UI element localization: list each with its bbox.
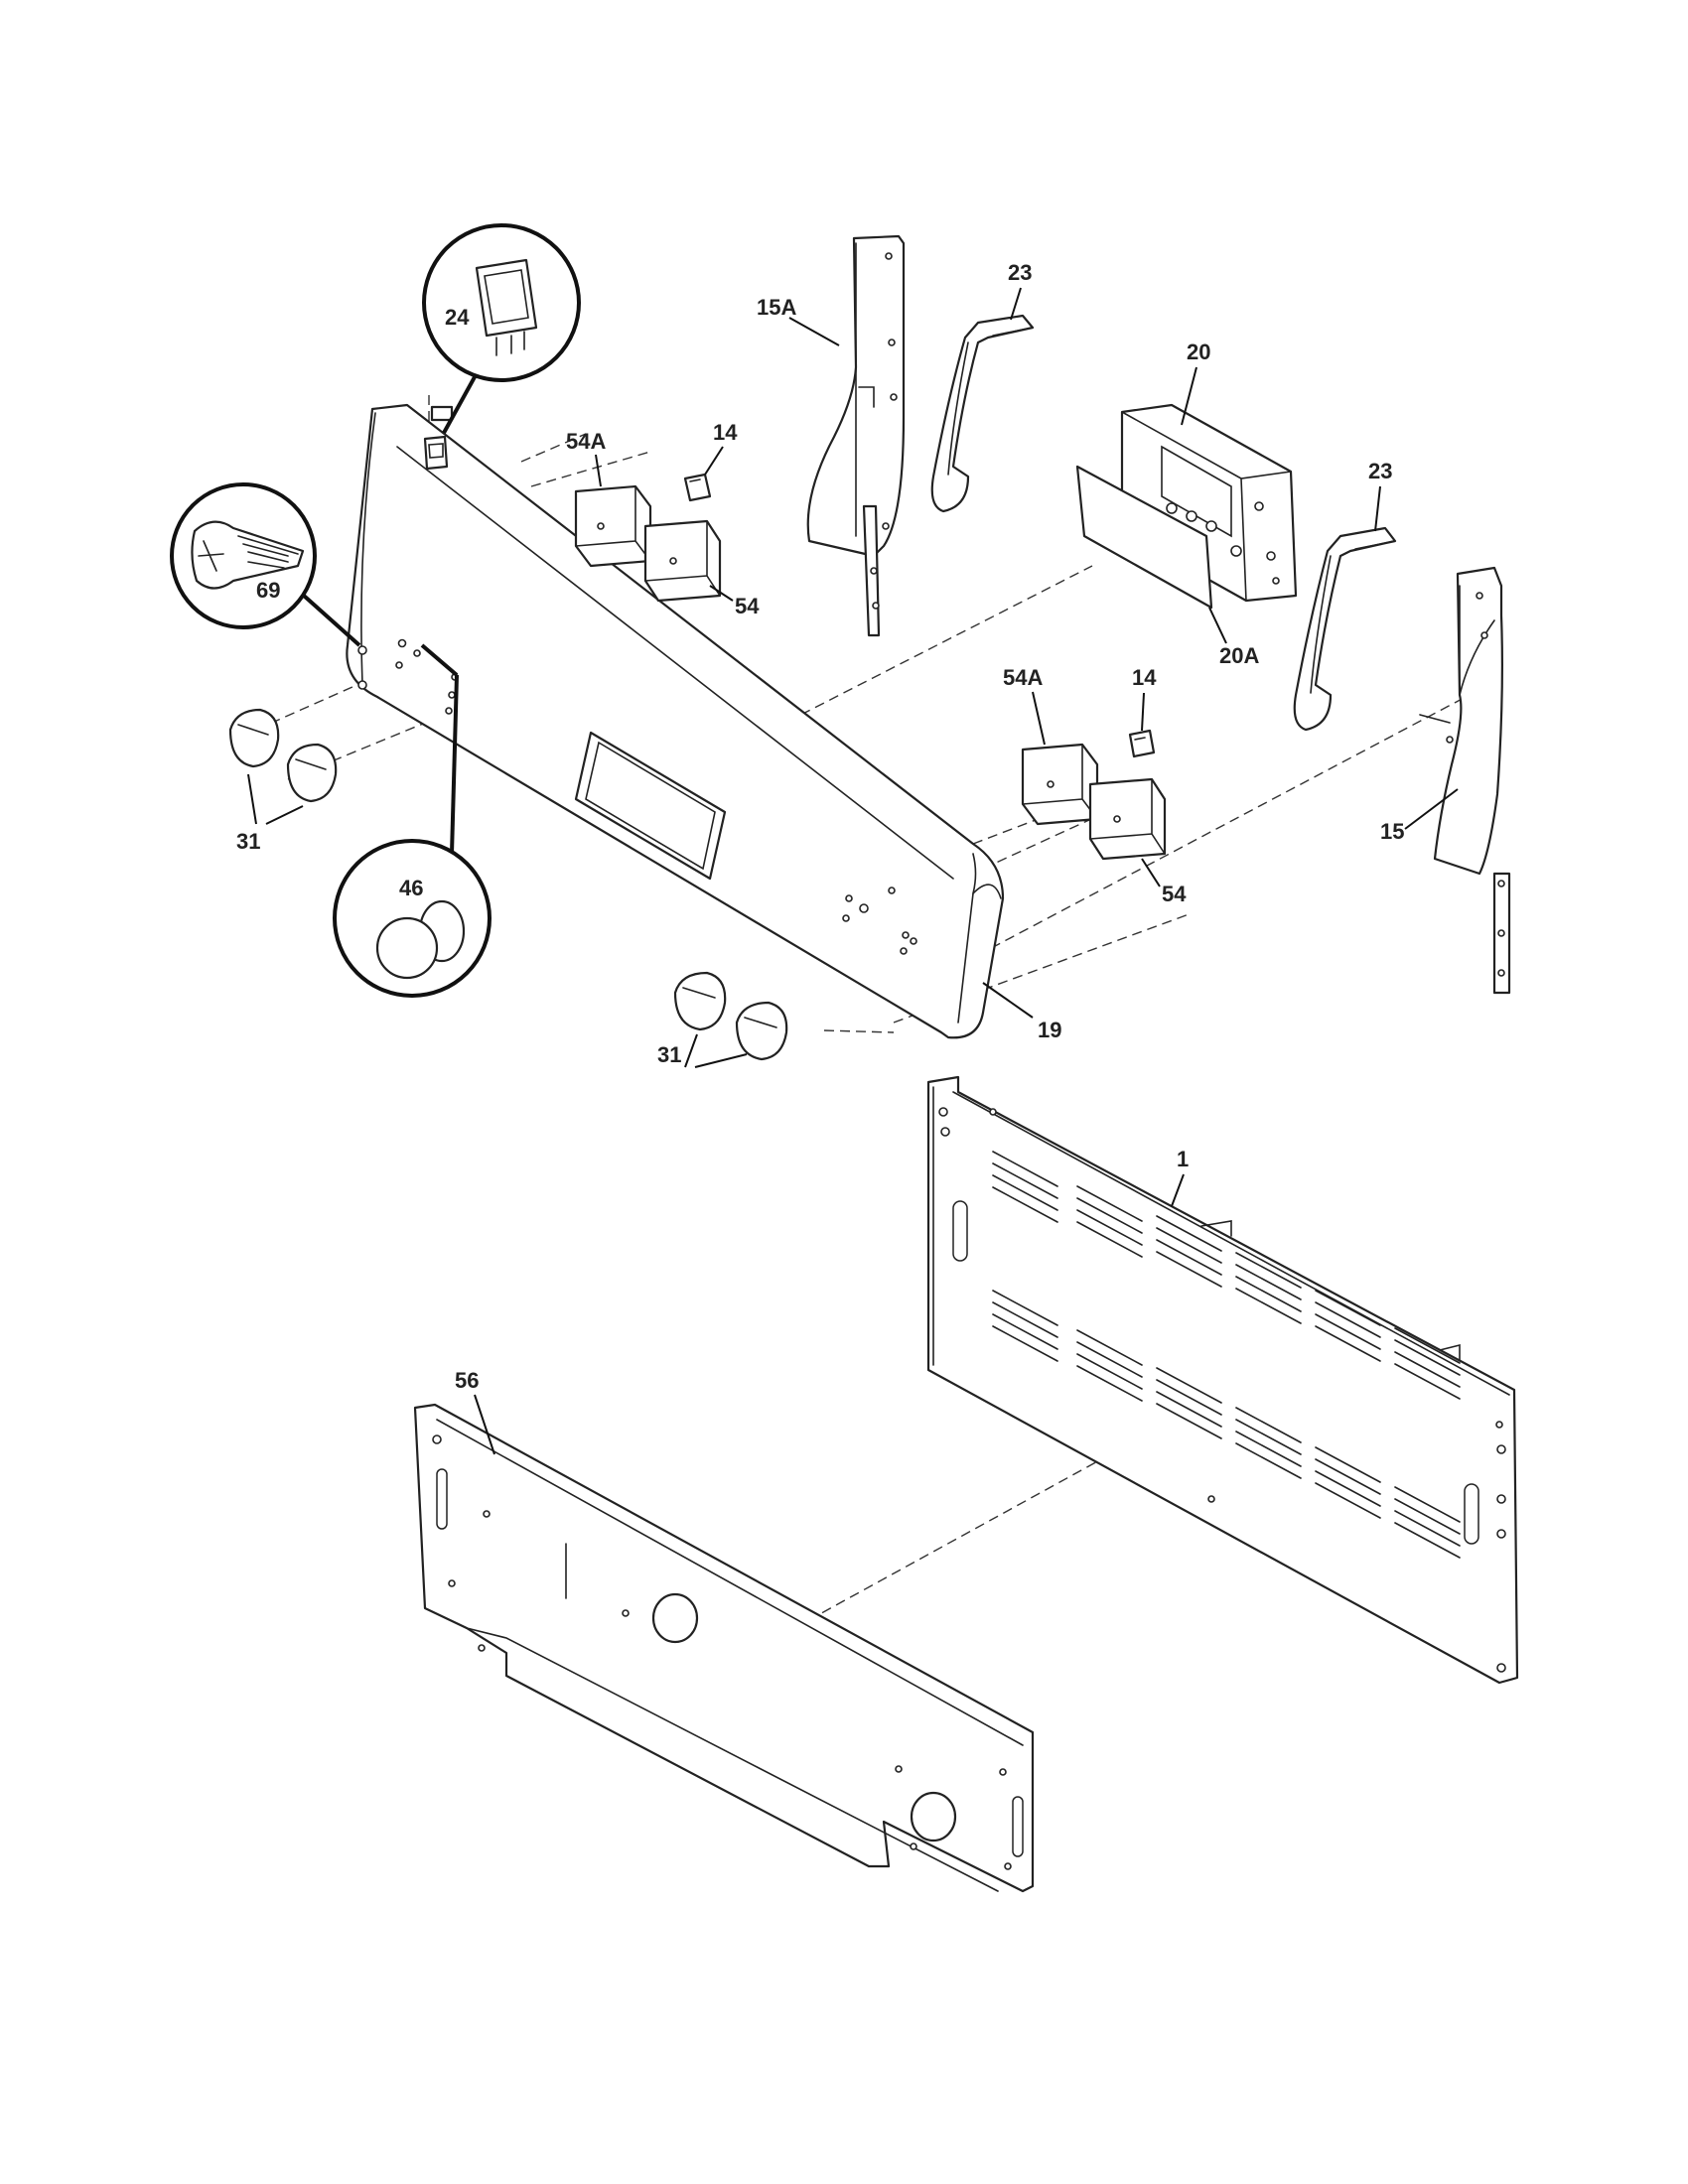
end-bracket-15: 15	[1380, 566, 1511, 995]
bracket-23-lower: 23	[1293, 459, 1397, 732]
label-31-left: 31	[236, 829, 260, 854]
rocker-switch-small	[423, 435, 449, 471]
label-56: 56	[455, 1368, 479, 1393]
control-panel-19	[346, 403, 1005, 1039]
light-14-lower: 14	[1128, 665, 1157, 758]
label-54-lower: 54	[1162, 882, 1187, 906]
knobs-31-left: 31	[228, 708, 338, 854]
knobs-31-right: 31	[657, 971, 788, 1068]
label-19: 19	[1038, 1018, 1061, 1042]
lower-back-panel-56: 56	[413, 1368, 1035, 1893]
label-14-upper: 14	[713, 420, 738, 445]
callout-19: 19	[982, 982, 1061, 1042]
label-14-lower: 14	[1132, 665, 1157, 690]
label-46: 46	[399, 876, 423, 900]
label-69: 69	[256, 578, 280, 603]
label-20: 20	[1187, 340, 1210, 364]
overlay-20A: 20A	[1075, 465, 1259, 668]
label-20A: 20A	[1219, 643, 1259, 668]
callout-46: 46	[333, 643, 492, 998]
callout-69: 69	[170, 482, 361, 647]
callout-24: 24	[422, 223, 581, 434]
louvers	[992, 1151, 1461, 1559]
label-1: 1	[1177, 1147, 1189, 1171]
bracket-23-upper: 23	[930, 260, 1035, 513]
label-23-upper: 23	[1008, 260, 1032, 285]
back-panel-1: 1	[926, 1075, 1519, 1685]
end-bracket-15A: 15A	[757, 234, 906, 637]
label-54-upper: 54	[735, 594, 760, 618]
label-15A: 15A	[757, 295, 796, 320]
label-24: 24	[445, 305, 470, 330]
switches-54-lower: 54A 54	[1003, 665, 1187, 906]
label-31-right: 31	[657, 1042, 681, 1067]
label-15: 15	[1380, 819, 1404, 844]
label-54A-upper: 54A	[566, 429, 606, 454]
label-23-lower: 23	[1368, 459, 1392, 483]
switches-54-upper: 54A 54	[566, 429, 760, 618]
light-14-upper: 14	[683, 420, 738, 502]
label-54A-lower: 54A	[1003, 665, 1043, 690]
